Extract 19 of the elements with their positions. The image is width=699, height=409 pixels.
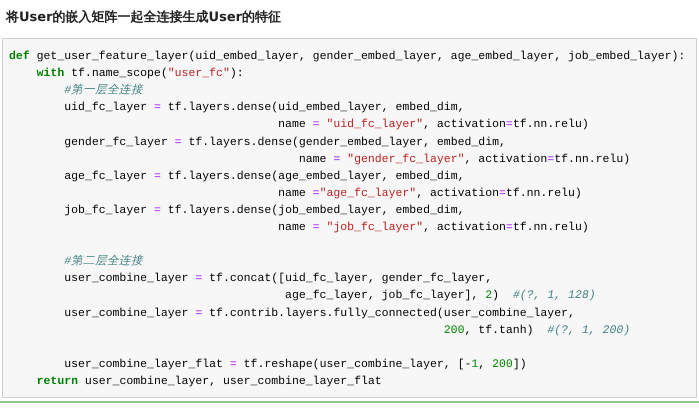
code-line: user_combine_layer = tf.contrib.layers.fully_connected(user_combine_layer, (63, 306, 575, 320)
code-line: 200, tf.tanh) #(?, 1, 200) (442, 324, 630, 338)
code-line: user_combine_layer = tf.concat([uid_fc_layer, gender_fc_layer, (63, 272, 492, 286)
code-line: age_fc_layer = tf.layers.dense(age_embed_layer, embed_dim, (63, 170, 464, 184)
code-line: gender_fc_layer = tf.layers.dense(gender_embed_layer, embed_dim, (63, 136, 506, 150)
code-line: return user_combine_layer, user_combine_layer_flat (36, 374, 382, 389)
code-line: name = "uid_fc_layer", activation=tf.nn.relu) (277, 118, 589, 132)
heading: 将User的嵌入矩阵一起全连接生成User的特征 (6, 8, 282, 26)
code-line: name = "job_fc_layer", activation=tf.nn.relu) (277, 221, 589, 235)
code-line: #第一层全连接 (63, 84, 144, 98)
code-line: uid_fc_layer = tf.layers.dense(uid_embed_layer, embed_dim, (63, 101, 464, 116)
code-line: with tf.name_scope("user_fc"): (36, 67, 244, 82)
code-line: job_fc_layer = tf.layers.dense(job_embed_layer, embed_dim, (63, 204, 464, 218)
code-line: user_combine_layer_flat = tf.reshape(user_combine_layer, [-1, 200]) (63, 358, 527, 372)
code-line: age_fc_layer, job_fc_layer], 2) #(?, 1, 128) (284, 289, 596, 304)
code-line: def get_user_feature_layer(uid_embed_layer, gender_embed_layer, age_embed_layer, job_embed_layer): (9, 50, 686, 64)
code-line: name ="age_fc_layer", activation=tf.nn.relu) (277, 186, 582, 201)
code-line: #第二层全连接 (63, 255, 144, 270)
code-line: name = "gender_fc_layer", activation=tf.nn.relu) (298, 152, 630, 167)
